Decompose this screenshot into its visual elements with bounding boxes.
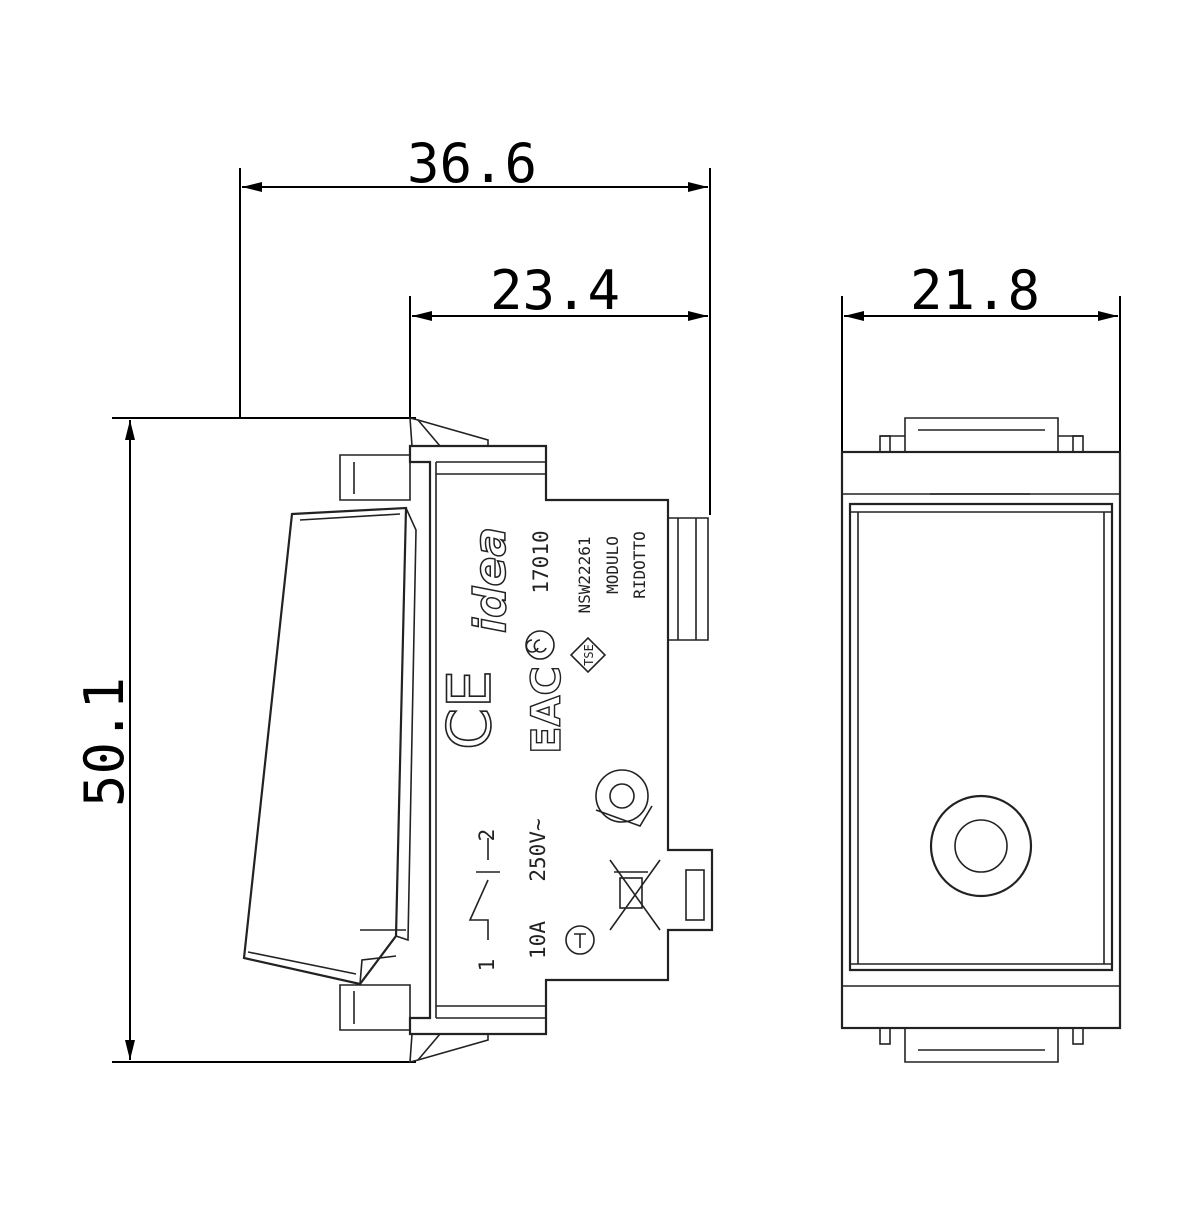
module-line1-text: MODULO [603, 536, 622, 594]
quality-mark-icon [525, 630, 555, 660]
dimension-body-depth: 23.4 [409, 259, 708, 418]
ground-symbol-icon [565, 925, 595, 955]
standard-code-text: NSW22261 [575, 536, 594, 613]
dimension-height: 50.1 [73, 417, 416, 1063]
terminal-1-label: 1 [475, 959, 499, 972]
switch-symbol-icon [468, 838, 500, 940]
front-view [840, 417, 1122, 1063]
ce-mark-icon: CE [434, 669, 506, 750]
side-view: idea 17010 NSW22261 MODULO RIDOTTO TSE E… [242, 416, 714, 1064]
dimension-overall-depth-value: 36.6 [407, 132, 537, 195]
svg-text:CE: CE [435, 670, 505, 750]
eac-mark-icon: EAC [523, 665, 570, 754]
svg-text:TSE: TSE [582, 644, 596, 666]
rating-voltage-text: 250V~ [526, 818, 550, 881]
terminal-2-label: 2 [475, 829, 499, 842]
product-code-text: 17010 [529, 530, 553, 593]
side-window [685, 869, 705, 921]
weee-bin-icon [609, 859, 661, 931]
imq-mark-icon [595, 769, 653, 827]
rating-current-text: 10A [526, 921, 550, 959]
dimension-height-value: 50.1 [73, 677, 136, 807]
dimension-module-width: 21.8 [841, 259, 1121, 452]
svg-text:EAC: EAC [524, 666, 570, 754]
module-line2-text: RIDOTTO [630, 531, 649, 598]
dimension-body-depth-value: 23.4 [490, 259, 620, 322]
indicator-ring-icon [929, 794, 1033, 898]
dimension-overall-depth: 36.6 [239, 132, 711, 515]
dimension-module-width-value: 21.8 [910, 259, 1040, 322]
tse-mark-icon: TSE [569, 636, 607, 674]
brand-logo-text: idea [465, 527, 516, 633]
